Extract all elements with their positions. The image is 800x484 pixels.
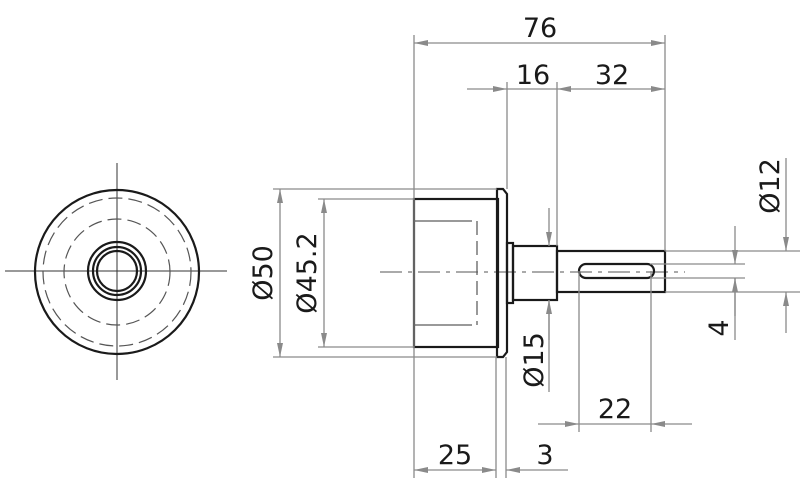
dim-flange-thickness: 3 [536,440,553,471]
dim-shaft-diameter: Ø12 [755,158,786,214]
hub-circle-inner [95,249,139,293]
shaft [555,249,667,294]
dim-shaft-length: 32 [595,60,629,91]
shaft-shoulder [511,244,559,302]
outer-rim-circle [33,188,201,356]
dim-keyway-width: 4 [704,319,735,336]
hub-circle-middle [91,245,143,297]
dim-keyway-length: 22 [598,394,632,425]
keyway-slot [577,262,656,280]
dimension-lines [273,35,800,478]
dim-inner-diameter: Ø45.2 [292,232,323,313]
hidden-bore-circle [63,218,171,326]
hidden-rim-circle [42,197,192,347]
dimension-labels: 76 16 32 25 3 22 Ø50 Ø45.2 Ø15 Ø12 4 [248,13,786,471]
dim-shoulder-diameter: Ø15 [519,332,550,388]
hub-circle-outer [86,240,148,302]
dim-shoulder-length: 16 [516,60,550,91]
front-view [5,163,227,380]
dim-overall-length: 76 [523,13,557,44]
side-view [380,187,685,359]
dim-outer-diameter: Ø50 [248,245,279,301]
dim-body-length: 25 [438,440,472,471]
